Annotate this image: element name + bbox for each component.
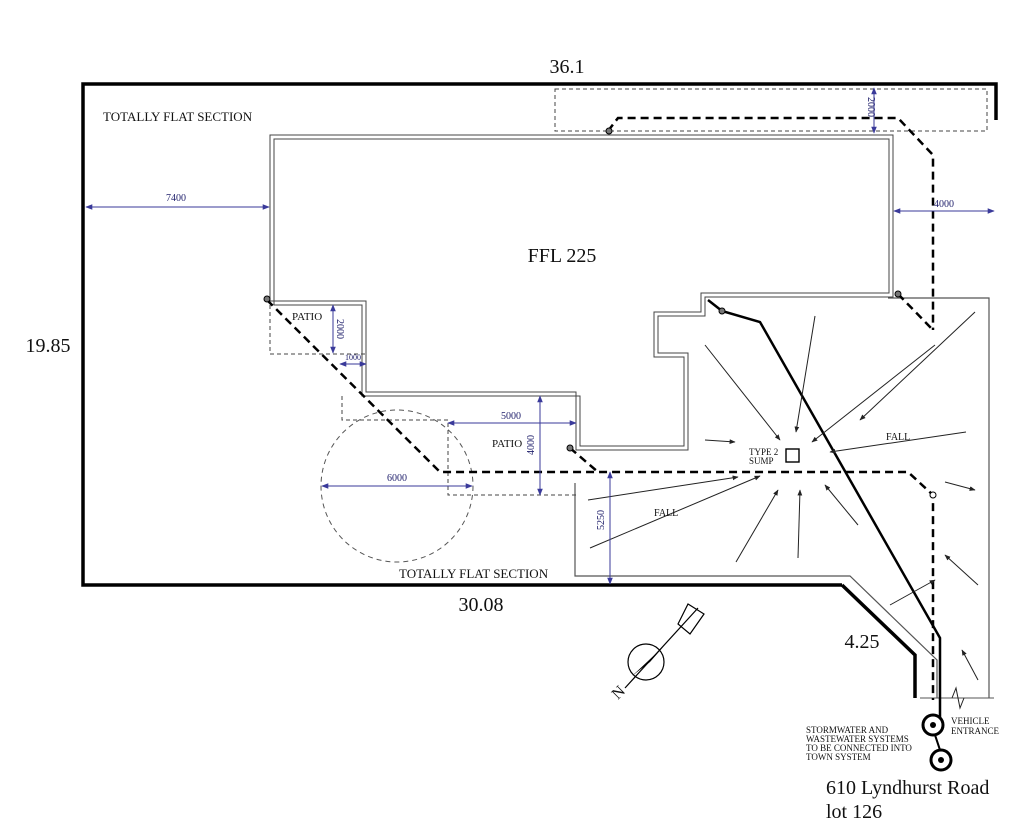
stormwater-note-line2: WASTEWATER SYSTEMS [806, 734, 909, 744]
house-floor-level: FFL 225 [528, 245, 597, 267]
site-note-south: TOTALLY FLAT SECTION [399, 566, 549, 581]
address-line2: lot 126 [826, 801, 882, 823]
dim-driveway-depth: 5250 [596, 510, 607, 530]
dim-north-strip: 2000 [865, 97, 876, 117]
fall-arrow [824, 484, 859, 526]
site-note-north: TOTALLY FLAT SECTION [103, 109, 253, 124]
downpipe [718, 307, 726, 315]
fall-arrow [797, 489, 803, 559]
north-arrow: N [609, 603, 705, 703]
fall-arrow [735, 489, 779, 563]
patio-south-outline [341, 396, 576, 496]
patio-west-label: PATIO [292, 311, 322, 323]
dim-patio-south-width: 5000 [501, 411, 521, 422]
dim-west-setback: 7400 [166, 193, 186, 204]
patio-south-label: PATIO [492, 438, 522, 450]
break-mark [951, 686, 965, 710]
house-outline-inner [273, 138, 890, 447]
vehicle-entrance-line2: ENTRANCE [951, 726, 999, 736]
fall-label: FALL [886, 432, 910, 443]
downpipe [605, 127, 613, 135]
stormwater-note-line4: TOWN SYSTEM [806, 752, 871, 762]
wastewater-branch [897, 293, 934, 331]
fall-label: FALL [654, 508, 678, 519]
house-outline [269, 134, 894, 451]
downpipe [263, 295, 271, 303]
site-boundary [81, 82, 998, 587]
clearance-circle [320, 409, 474, 563]
dim-patio-south-depth: 4000 [526, 435, 537, 455]
downpipe [929, 491, 937, 499]
wastewater-line [266, 299, 935, 700]
boundary-diagonal-length: 4.25 [845, 631, 880, 653]
fall-arrow [704, 344, 781, 441]
fall-arrow [944, 554, 979, 586]
north-arrow-ring [627, 643, 665, 681]
vehicle-entrance-line1: VEHICLE [951, 716, 990, 726]
fall-arrow [889, 579, 936, 606]
dim-patio-west-depth: 2000 [334, 319, 345, 339]
stormwater-note-line1: STORMWATER AND [806, 725, 889, 735]
sump-label-line1: TYPE 2 [749, 447, 778, 457]
north-arrow-head [632, 646, 664, 676]
fall-arrow [944, 481, 976, 491]
stormwater-note-line3: TO BE CONNECTED INTO [806, 743, 912, 753]
fall-arrow [587, 475, 739, 501]
boundary-bottom-length: 30.08 [459, 594, 504, 616]
wastewater-branch-south [569, 447, 599, 473]
dim-east-setback: 4000 [934, 199, 954, 210]
fall-arrow [589, 475, 761, 549]
north-strip [554, 88, 988, 132]
sump-box [785, 448, 800, 463]
fall-arrow [859, 311, 976, 421]
north-arrow-feather [677, 603, 705, 635]
fall-arrow [961, 649, 979, 681]
site-boundary-diagonal [840, 583, 917, 698]
connection-point-stormwater-core [930, 722, 936, 728]
sump-label-line2: SUMP [749, 456, 774, 466]
boundary-left-length: 19.85 [26, 335, 71, 357]
dim-circle-diameter: 6000 [387, 473, 407, 484]
dim-patio-west-width: 1000 [345, 353, 361, 362]
boundary-top-length: 36.1 [550, 56, 585, 78]
downpipe [566, 444, 574, 452]
north-label: N [609, 682, 630, 703]
stormwater-line [707, 299, 942, 718]
fall-arrow [704, 439, 736, 445]
driveway-outline [888, 297, 990, 698]
connection-point-wastewater-core [938, 757, 944, 763]
fall-arrow [794, 315, 816, 433]
address-line1: 610 Lyndhurst Road [826, 777, 989, 799]
fall-arrow [811, 344, 936, 443]
driveway-outline-inner [574, 483, 938, 698]
downpipe [894, 290, 902, 298]
fall-arrow [829, 431, 967, 454]
wastewater-line-north [607, 116, 935, 330]
patio-west-outline [269, 305, 366, 355]
connection-link [934, 734, 941, 751]
fall-arrows [587, 311, 979, 681]
north-arrow-shaft [624, 607, 699, 689]
